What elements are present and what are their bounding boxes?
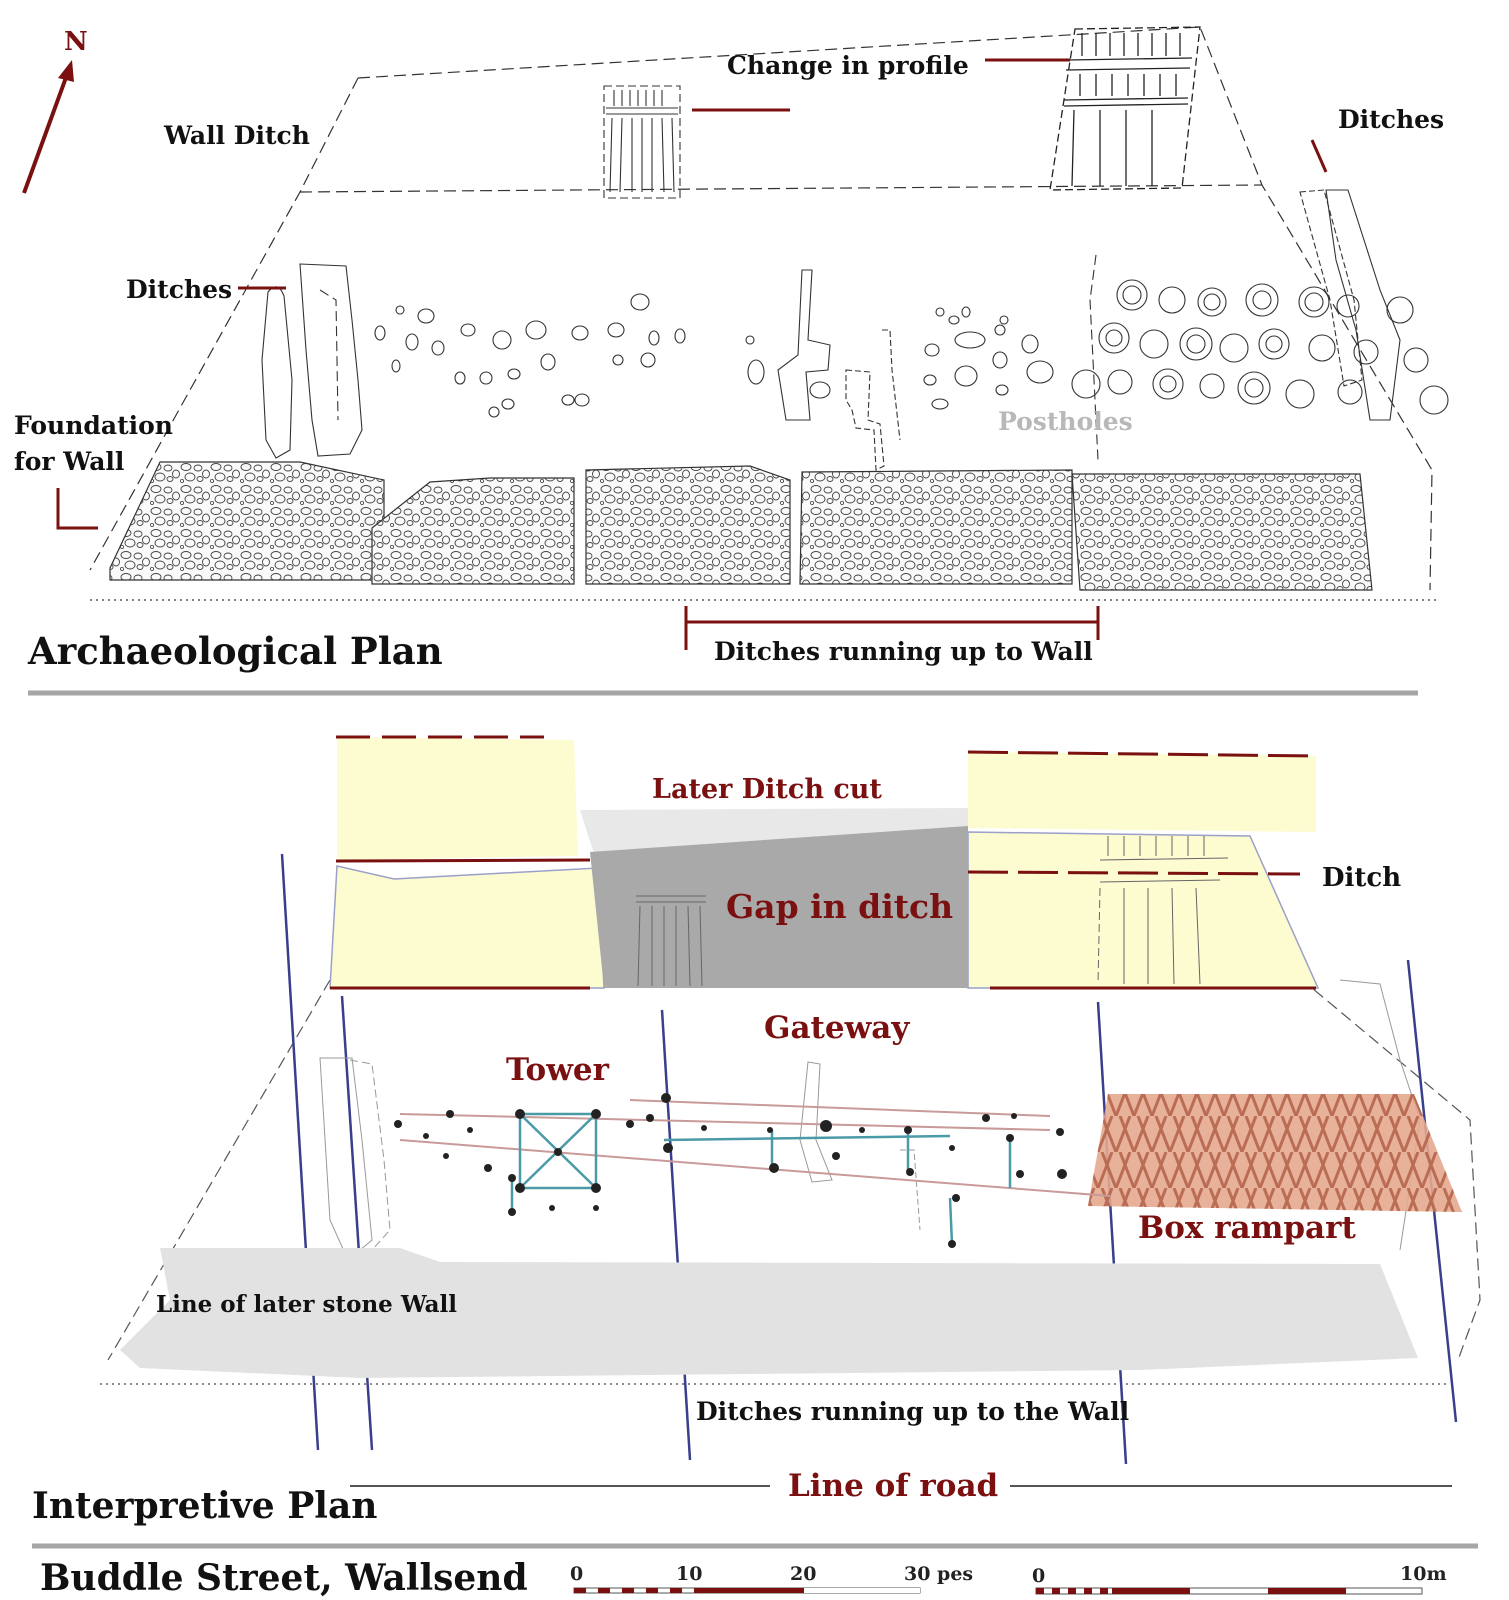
postholes-label: Postholes	[998, 407, 1133, 436]
ditch-profile-right	[1049, 26, 1201, 191]
archaeological-plan-title: Archaeological Plan	[27, 629, 443, 673]
postholes-right	[923, 189, 1449, 461]
excavation-outline	[89, 26, 1433, 591]
scale-pes-30: 30 pes	[904, 1563, 973, 1585]
ditch-block-left-upper	[337, 737, 578, 860]
scale-m-10: 10m	[1400, 1563, 1447, 1585]
ditch-label: Ditch	[1322, 863, 1401, 893]
wall-foundation	[109, 461, 1373, 591]
postholes-left	[374, 293, 686, 418]
north-arrow-icon: N	[22, 27, 88, 194]
gap-in-ditch-area	[590, 826, 968, 988]
left-ditches	[261, 263, 363, 459]
tower-frame	[510, 1112, 1012, 1245]
ditches-running-label: Ditches running up to Wall	[714, 637, 1093, 666]
box-rampart-label: Box rampart	[1138, 1210, 1356, 1246]
pointer-lines	[56, 58, 1328, 530]
ditch-block-left-lower	[329, 865, 605, 989]
gap-in-ditch-label: Gap in ditch	[726, 887, 953, 926]
ditch-blocks	[329, 737, 1320, 989]
stone-wall-label: Line of later stone Wall	[156, 1291, 457, 1318]
later-stone-wall-band	[120, 1248, 1418, 1378]
site-title: Buddle Street, Wallsend	[40, 1557, 528, 1599]
interpretive-plan: Later Ditch cut Gap in ditch Ditch Gatew…	[32, 735, 1481, 1549]
road-label: Line of road	[788, 1468, 998, 1504]
ditches-right-label: Ditches	[1338, 105, 1444, 134]
ditches-running-wall-label: Ditches running up to the Wall	[696, 1397, 1129, 1426]
ditches-running-bracket	[684, 606, 1100, 650]
ditch-block-right-upper	[968, 752, 1316, 832]
posthole-dots	[394, 1093, 1067, 1248]
scale-pes-10: 10	[676, 1563, 702, 1585]
box-rampart	[1088, 1094, 1462, 1212]
change-profile-label: Change in profile	[727, 51, 969, 80]
gateway-alignment	[399, 1099, 1111, 1197]
scale-bar-m: 0 10m	[1032, 1563, 1447, 1595]
scale-pes-0: 0	[570, 1563, 583, 1585]
later-ditch-label: Later Ditch cut	[652, 774, 882, 805]
scale-bar-pes: 0 10 20 30 pes	[570, 1563, 973, 1594]
foundation-label-line2: for Wall	[14, 447, 124, 476]
traced-features	[319, 979, 1421, 1261]
gateway-label: Gateway	[764, 1010, 910, 1046]
ditch-profile-left	[603, 85, 681, 199]
ditch-edge-lines	[330, 735, 1317, 990]
interpretive-plan-title: Interpretive Plan	[32, 1485, 377, 1527]
archaeological-plan: N	[14, 26, 1449, 696]
tower-label: Tower	[506, 1052, 610, 1088]
scale-pes-20: 20	[790, 1563, 816, 1585]
footer: Buddle Street, Wallsend 0 10 20 30 pes 0…	[40, 1557, 1447, 1599]
ditches-left-label: Ditches	[126, 275, 232, 304]
north-label: N	[64, 27, 88, 57]
scale-m-0: 0	[1032, 1565, 1045, 1587]
ghost-profiles	[636, 836, 1229, 987]
foundation-label-line1: Foundation	[14, 411, 173, 440]
ditch-block-right-lower	[967, 831, 1320, 989]
wall-ditch-label: Wall Ditch	[163, 121, 310, 150]
central-features	[745, 269, 949, 471]
